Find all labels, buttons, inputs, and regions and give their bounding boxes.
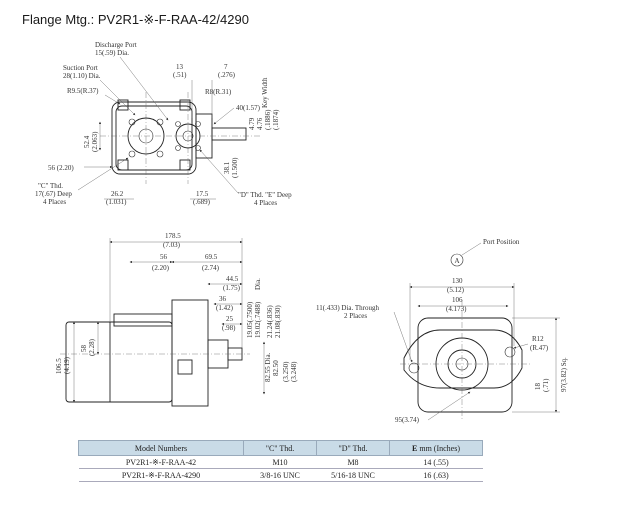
- svg-text:R9.5(R.37): R9.5(R.37): [67, 87, 99, 95]
- svg-text:56 (2.20): 56 (2.20): [48, 164, 74, 172]
- port-position-marker: [450, 253, 464, 267]
- suction-port-label: Suction Port: [63, 64, 98, 72]
- svg-text:26.2: 26.2: [111, 190, 124, 198]
- table-row: PV2R1-※-F-RAA-42 M10 M8 14 (.55): [78, 455, 483, 469]
- svg-text:19.02(.7488): 19.02(.7488): [254, 301, 262, 338]
- end-view: A Port Position 130 (5.12) 106 (4.173) 1…: [316, 238, 568, 424]
- header-model-numbers: Model Numbers: [78, 440, 244, 456]
- port-position-label: Port Position: [483, 238, 520, 246]
- svg-text:(.51): (.51): [173, 71, 187, 79]
- svg-text:17.5: 17.5: [196, 190, 209, 198]
- svg-text:(1.42): (1.42): [216, 304, 234, 312]
- header-e: E mm (Inches): [389, 440, 483, 456]
- d-thread-label: "D" Thd. "E" Deep: [238, 191, 292, 199]
- svg-text:4.76: 4.76: [256, 117, 264, 130]
- header-c-thread: "C" Thd.: [243, 440, 317, 456]
- svg-text:(.1874): (.1874): [272, 109, 280, 130]
- svg-text:(4.173): (4.173): [446, 305, 467, 313]
- svg-text:97(3.82) Sq.: 97(3.82) Sq.: [560, 357, 568, 392]
- svg-text:(2.74): (2.74): [202, 264, 220, 272]
- svg-text:(.71): (.71): [542, 378, 550, 392]
- svg-text:21.24(.836): 21.24(.836): [266, 305, 274, 338]
- svg-text:(2.28): (2.28): [88, 338, 96, 356]
- svg-text:(.689): (.689): [193, 198, 211, 206]
- header-d-thread: "D" Thd.: [316, 440, 390, 456]
- c-thread-label: "C" Thd.: [38, 182, 63, 190]
- svg-text:(R.47): (R.47): [530, 344, 549, 352]
- svg-text:178.5: 178.5: [165, 232, 181, 240]
- svg-text:56: 56: [160, 253, 168, 261]
- svg-text:R8(R.31): R8(R.31): [205, 88, 232, 96]
- svg-text:(4.19): (4.19): [63, 356, 71, 374]
- svg-text:4 Places: 4 Places: [43, 198, 66, 206]
- shaft-front: [211, 127, 247, 141]
- svg-text:82.50: 82.50: [272, 360, 280, 376]
- svg-text:40(1.57): 40(1.57): [236, 104, 261, 112]
- svg-text:(.1886): (.1886): [264, 109, 272, 130]
- svg-text:4 Places: 4 Places: [254, 199, 277, 207]
- svg-text:(2.063): (2.063): [91, 131, 99, 152]
- svg-text:18: 18: [534, 383, 542, 391]
- svg-text:4.79: 4.79: [248, 117, 256, 130]
- svg-text:44.5: 44.5: [226, 275, 239, 283]
- table-row: PV2R1-※-F-RAA-4290 3/8-16 UNC 5/16-18 UN…: [78, 468, 483, 482]
- table-header-row: Model Numbers "C" Thd. "D" Thd. E mm (In…: [78, 440, 483, 456]
- front-view: Discharge Port 15(.59) Dia. Suction Port…: [35, 41, 292, 207]
- svg-text:36: 36: [219, 295, 227, 303]
- svg-text:15(.59) Dia.: 15(.59) Dia.: [95, 49, 129, 57]
- svg-text:(7.03): (7.03): [163, 241, 181, 249]
- svg-text:13: 13: [176, 63, 184, 71]
- svg-text:38.1: 38.1: [223, 161, 231, 174]
- svg-text:Key Width: Key Width: [261, 77, 269, 108]
- svg-text:R12: R12: [532, 335, 544, 343]
- svg-text:7: 7: [224, 63, 228, 71]
- svg-text:130: 130: [452, 277, 463, 285]
- svg-text:(1.75): (1.75): [223, 284, 241, 292]
- svg-text:17(.67) Deep: 17(.67) Deep: [35, 190, 72, 198]
- svg-text:82.55 Dia.: 82.55 Dia.: [264, 352, 272, 382]
- svg-text:69.5: 69.5: [205, 253, 218, 261]
- svg-text:21.08(.830): 21.08(.830): [274, 305, 282, 338]
- page-title: Flange Mtg.: PV2R1-※-F-RAA-42/4290: [22, 12, 249, 27]
- svg-text:106.5: 106.5: [55, 358, 63, 374]
- svg-text:(.98): (.98): [222, 324, 236, 332]
- svg-text:58: 58: [80, 345, 88, 353]
- svg-text:A: A: [455, 257, 460, 265]
- svg-text:(3.250): (3.250): [282, 361, 290, 382]
- svg-text:(.276): (.276): [218, 71, 236, 79]
- end-flange: [403, 329, 523, 389]
- svg-text:(3.248): (3.248): [290, 361, 298, 382]
- side-view: 178.5 (7.03) 56 (2.20) 69.5 (2.74) 44.5 …: [55, 232, 298, 407]
- thread-spec-table: Model Numbers "C" Thd. "D" Thd. E mm (In…: [78, 440, 483, 482]
- end-square-body: [417, 317, 513, 413]
- svg-text:(1.500): (1.500): [231, 157, 239, 178]
- svg-text:19.05(.7500): 19.05(.7500): [246, 301, 254, 338]
- pump-body-side: [65, 321, 173, 403]
- svg-text:95(3.74): 95(3.74): [395, 416, 420, 424]
- svg-text:28(1.10) Dia.: 28(1.10) Dia.: [63, 72, 101, 80]
- svg-text:2 Places: 2 Places: [344, 312, 367, 320]
- flange-side: [171, 299, 209, 407]
- svg-text:Dia.: Dia.: [254, 278, 262, 290]
- svg-text:(2.20): (2.20): [152, 264, 170, 272]
- mount-hole-right: [504, 346, 516, 358]
- svg-text:52.4: 52.4: [83, 135, 91, 148]
- svg-text:106: 106: [452, 296, 463, 304]
- svg-text:25: 25: [226, 315, 234, 323]
- through-hole-label: 11(.433) Dia. Through: [316, 304, 379, 312]
- discharge-port-label: Discharge Port: [95, 41, 137, 49]
- svg-text:(5.12): (5.12): [447, 286, 465, 294]
- mount-hole-left: [408, 362, 420, 374]
- svg-text:(1.031): (1.031): [106, 198, 127, 206]
